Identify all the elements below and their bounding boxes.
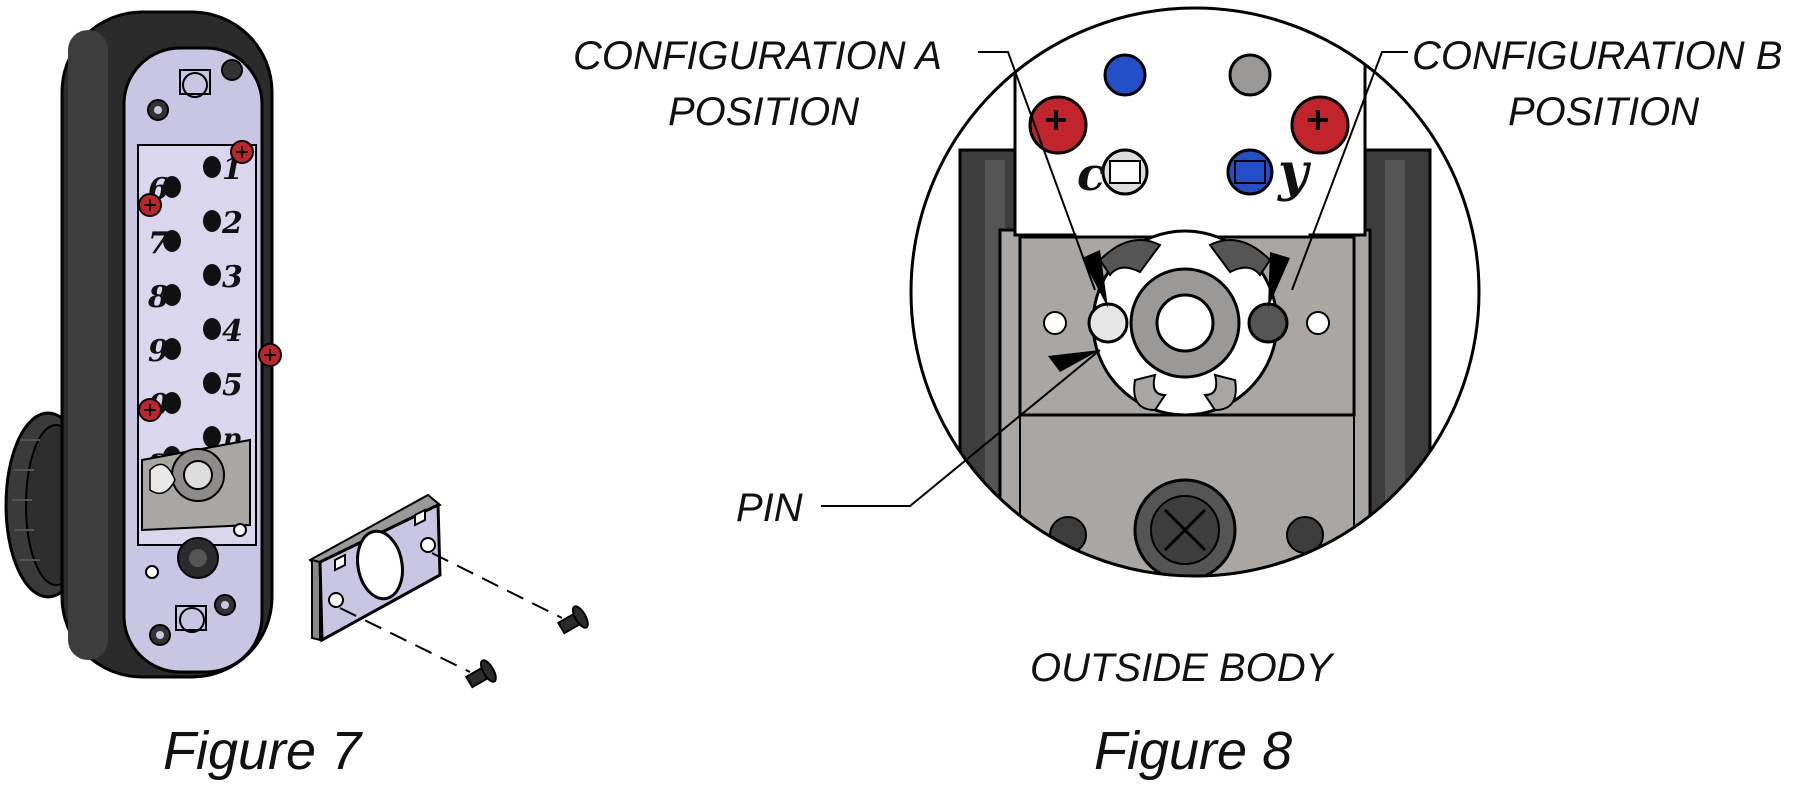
keypad-button-left-1 [163,230,181,252]
detail-lower-screw [1019,415,1355,576]
keypad-button-right-2 [203,264,221,286]
leader-lines [821,51,1408,507]
config-b-label-line2: POSITION [1508,90,1700,134]
detail-key-letter-c: c [1077,147,1105,201]
lock-assembly: 67890ɛc12345ɐʎ [4,10,282,679]
keypad-label-right-1: 2 [221,206,243,241]
leader-arrows [1048,250,1290,372]
config-a-label-line1: CONFIGURATION A [573,34,942,78]
center-screw [145,523,247,579]
outside-body-label: OUTSIDE BODY [1030,646,1333,690]
detail-key-letter-y: y [1277,142,1312,203]
keypad-label-left-2: 8 [147,280,169,315]
bottom-screws [149,594,236,646]
top-screws [147,59,243,121]
pin-position-b [1247,302,1289,344]
rotor [1091,229,1279,417]
bracket-plate [308,493,442,643]
detail-keys: c y [1077,142,1312,203]
keypad-label-right-3: 4 [222,314,243,349]
mounting-screws [464,605,589,689]
keypad-button-right-1 [203,210,221,232]
keypad-button-left-4 [163,392,181,414]
figure-7-caption: Figure 7 [163,721,362,781]
keypad-button-right-0 [203,156,221,178]
keypad-label-right-2: 3 [222,260,243,295]
keypad-button-right-5 [203,426,221,448]
pin-label: PIN [736,486,803,530]
keypad-label-right-4: 5 [222,368,243,403]
detail-view: c y [911,8,1479,576]
cam-cutout [141,438,251,532]
pin-position-a [1087,302,1129,344]
detail-red-screws [1028,53,1350,155]
keypad-button-left-0 [163,176,181,198]
keypad-screws [138,140,282,422]
pin-positions [1043,302,1330,344]
keypad-button-right-3 [203,318,221,340]
keypad-keys: 67890ɛc12345ɐʎ [147,152,243,531]
detail-circle-outline [909,6,1481,578]
assembly-lines [339,552,563,673]
keypad-label-left-1: 7 [148,226,169,261]
config-a-label-line2: POSITION [668,90,860,134]
config-b-label-line1: CONFIGURATION B [1412,34,1783,78]
figure-8-caption: Figure 8 [1094,721,1293,781]
keypad-button-left-2 [163,284,181,306]
keypad-label-left-3: 9 [148,334,169,369]
keypad-button-left-3 [163,338,181,360]
keypad-button-right-4 [203,372,221,394]
